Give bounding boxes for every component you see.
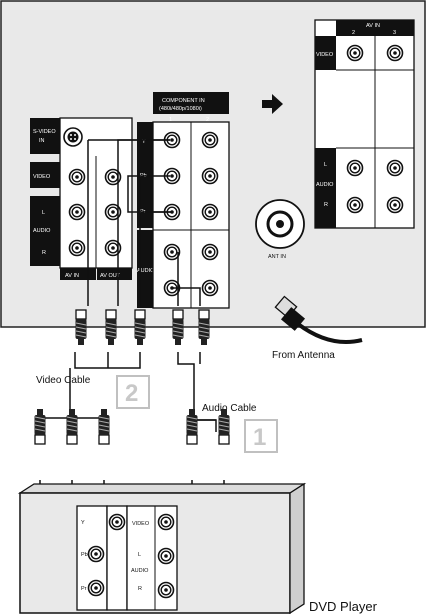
av-in-label: AV IN [65, 273, 79, 279]
dvd-r-label: R [138, 586, 142, 592]
dvd-pr-jack-icon [87, 579, 105, 597]
side3-audio-r-jack-icon [386, 196, 404, 214]
step-2-label: 2 [125, 380, 138, 407]
video-cable-plug-icon [133, 309, 147, 346]
audio-cable-plug-icon [197, 309, 211, 346]
tv-av-block: S-VIDEO IN VIDEO L AUDIO R AV IN AV OUT [30, 117, 133, 280]
dvd-y-label: Y [81, 520, 85, 526]
side-l-label: L [324, 162, 327, 168]
comp2-pr-jack-icon [201, 203, 219, 221]
side-col-3: 3 [393, 30, 396, 36]
side3-audio-l-jack-icon [386, 159, 404, 177]
video-cable-plug-icon [65, 408, 79, 445]
comp-audio-label: AUDIO [137, 268, 155, 274]
comp2-y-jack-icon [201, 131, 219, 149]
side-av-in-title: AV IN [366, 23, 380, 29]
tv-l-label: L [42, 210, 45, 216]
side2-audio-l-jack-icon [346, 159, 364, 177]
comp2-audio-l-jack-icon [201, 243, 219, 261]
from-antenna-label: From Antenna [272, 350, 335, 361]
svideo-in-label: IN [39, 138, 45, 144]
antenna-input: ANT IN [255, 199, 305, 260]
side-av-in-panel: AV IN 2 3 VIDEO L AUDIO R [314, 19, 415, 229]
dvd-y-jack-icon [108, 513, 126, 531]
dvd-player-label: DVD Player [309, 599, 378, 614]
side3-video-jack-icon [386, 44, 404, 62]
dvd-audio-label: AUDIO [131, 568, 149, 574]
tv-video-label: VIDEO [33, 174, 51, 180]
component-in-block: COMPONENT IN (480i/480p/1080i) 1 2 Y Pb … [137, 92, 230, 309]
side-col-2: 2 [352, 30, 355, 36]
video-cable-plug-icon [97, 408, 111, 445]
dvd-video-label: VIDEO [132, 521, 150, 527]
step-2-box [116, 375, 150, 409]
dvd-video-jack-icon [157, 513, 175, 531]
svideo-label: S-VIDEO [33, 129, 56, 135]
video-cable-label: Video Cable [36, 375, 91, 386]
av-in-audio-r-jack-icon [68, 239, 86, 257]
svideo-jack-icon [63, 127, 83, 147]
side-video-label: VIDEO [316, 52, 334, 58]
av-in-video-jack-icon [68, 168, 86, 186]
antenna-cable [274, 295, 363, 344]
video-cable-plug-icon [33, 408, 47, 445]
component-col-2: 2 [206, 117, 209, 123]
dvd-player: Y Pb Pr VIDEO L AUDIO R [17, 482, 307, 614]
av-in-audio-l-jack-icon [68, 203, 86, 221]
comp2-pb-jack-icon [201, 167, 219, 185]
comp-y-label: Y [142, 139, 146, 145]
audio-cable-plug-icon [217, 408, 231, 445]
side2-audio-r-jack-icon [346, 196, 364, 214]
comp2-audio-r-jack-icon [201, 279, 219, 297]
audio-cable-plug-icon [185, 408, 199, 445]
right-arrow-icon [262, 94, 283, 114]
dvd-pb-jack-icon [87, 545, 105, 563]
side-audio-label: AUDIO [316, 182, 334, 188]
component-in-res: (480i/480p/1080i) [159, 106, 202, 112]
component-col-1: 1 [169, 117, 172, 123]
component-in-title: COMPONENT IN [162, 98, 205, 104]
audio-cable-plug-icon [171, 309, 185, 346]
ant-in-label: ANT IN [268, 254, 286, 260]
tv-r-label: R [42, 250, 46, 256]
tv-audio-label: AUDIO [33, 228, 51, 234]
step-1-box [244, 419, 278, 453]
video-cable-plug-icon [74, 309, 88, 346]
side2-video-jack-icon [346, 44, 364, 62]
step-1-label: 1 [253, 424, 266, 451]
audio-cable-label: Audio Cable [202, 403, 257, 414]
side-r-label: R [324, 202, 328, 208]
dvd-pr-label: Pr [81, 586, 87, 592]
av-out-label: AV OUT [100, 273, 121, 279]
dvd-pb-label: Pb [81, 552, 88, 558]
dvd-audio-l-jack-icon [157, 547, 175, 565]
dvd-audio-r-jack-icon [157, 581, 175, 599]
video-cable-plug-icon [104, 309, 118, 346]
dvd-l-label: L [138, 552, 141, 558]
